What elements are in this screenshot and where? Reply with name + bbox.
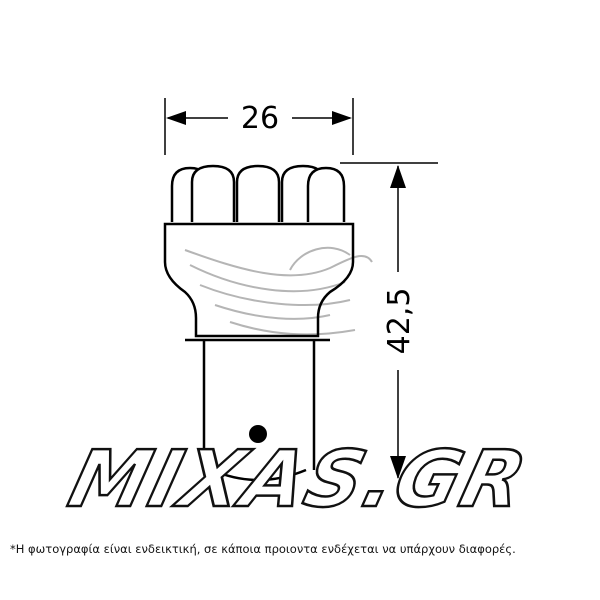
width-label: 26 — [241, 101, 279, 136]
led-cluster — [170, 164, 346, 222]
disclaimer-text: *Η φωτογραφία είναι ενδεικτική, σε κάποι… — [10, 542, 516, 556]
watermark-logo: MIXAS.GR — [61, 433, 537, 525]
height-dimension — [340, 162, 438, 479]
bulb-body — [163, 222, 355, 338]
swoosh-logo — [184, 246, 373, 336]
base-pin — [249, 425, 267, 443]
bulb-base — [185, 338, 330, 482]
width-dimension — [164, 98, 354, 155]
height-label: 42,5 — [382, 288, 417, 355]
